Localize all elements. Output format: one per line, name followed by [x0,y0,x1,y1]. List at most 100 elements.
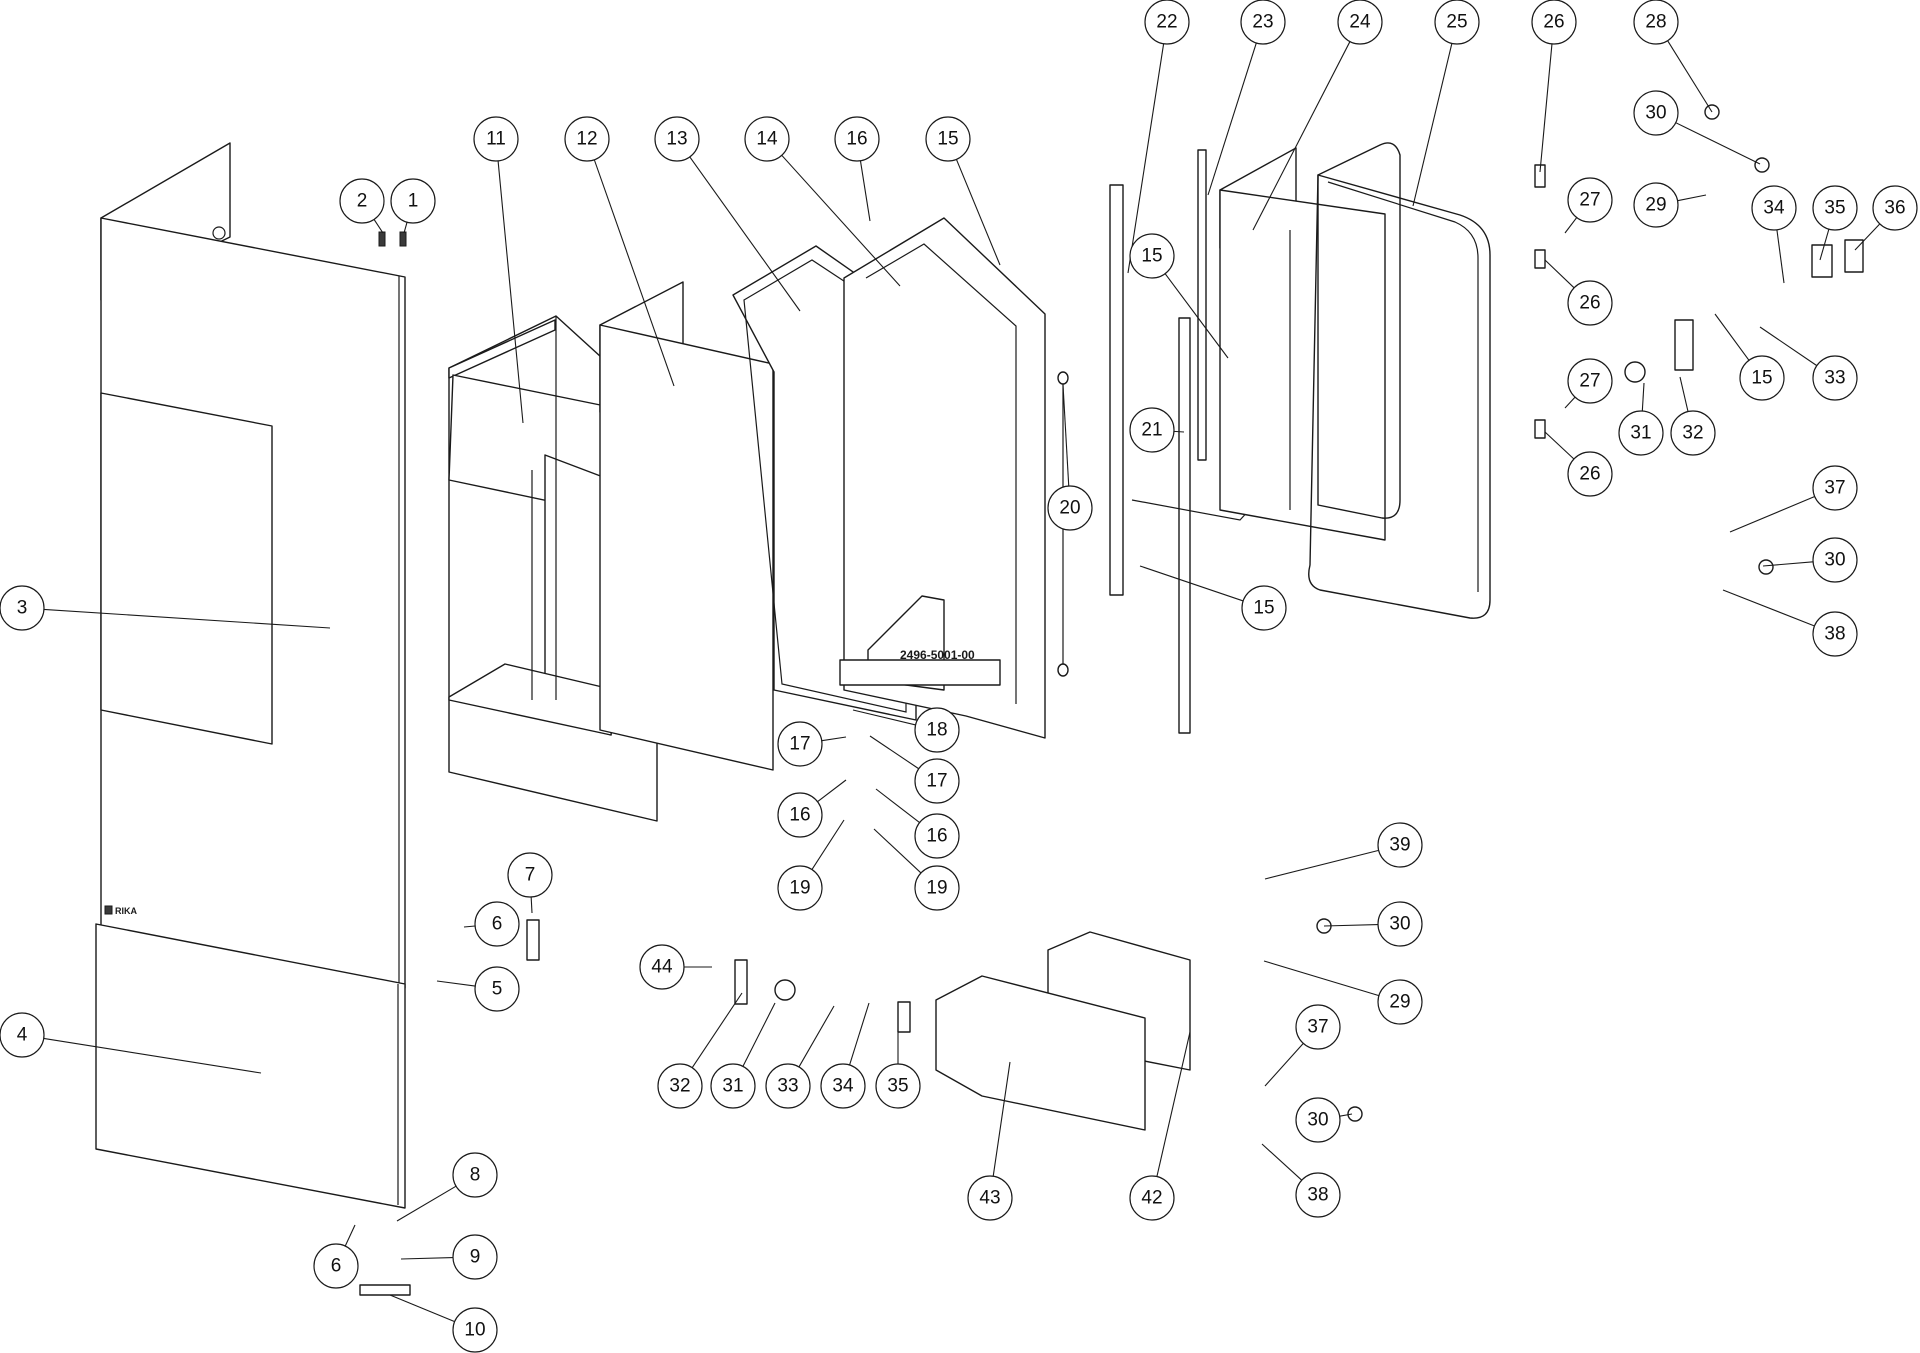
leader-line-c33b [798,1005,835,1068]
callout-c10: 10 [452,1307,498,1353]
callout-label: 15 [937,129,958,150]
callout-label: 14 [756,129,778,150]
callout-circle [1567,280,1613,326]
door-frame: 2496-5001-00 [839,217,1046,739]
callout-circle [1812,537,1858,583]
callout-circle [1295,1097,1341,1143]
leader-line-c13 [689,156,801,312]
callout-label: 38 [1824,624,1845,645]
leader-line-c2 [373,219,384,234]
leader-line-c39 [1264,849,1379,880]
callout-circle [1812,465,1858,511]
leader-line-c32a [1679,376,1689,412]
callout-circle [1295,1004,1341,1050]
callout-c6a: 6 [474,901,520,947]
callout-label: 7 [525,865,536,886]
callout-c20: 20 [1047,485,1093,531]
callout-label: 33 [1824,368,1845,389]
callout-label: 37 [1824,478,1845,499]
callout-c28: 28 [1633,0,1679,45]
callout-label: 27 [1579,371,1600,392]
callout-label: 13 [666,129,687,150]
callout-label: 38 [1307,1185,1328,1206]
callout-circle [967,1175,1013,1221]
callout-label: 26 [1579,293,1600,314]
leader-line-c34b [849,1002,870,1066]
leader-line-c18 [852,709,916,726]
callout-c8: 8 [452,1152,498,1198]
callout-circle [654,116,700,162]
callout-c34a: 34 [1751,185,1797,231]
leader-line-c37b [1264,1042,1304,1087]
callout-circle [914,813,960,859]
callout-label: 30 [1824,550,1845,571]
callout-circle [1337,0,1383,45]
callout-label: 33 [777,1076,798,1097]
callout-c17a: 17 [777,721,823,767]
callout-c35b: 35 [875,1063,921,1109]
callout-label: 31 [1630,423,1651,444]
callout-label: 29 [1389,992,1410,1013]
callout-c12: 12 [564,116,610,162]
leader-line-c15d [1714,313,1750,361]
leader-line-c17b [869,735,920,770]
leader-line-c24 [1252,41,1351,231]
leader-lines [43,40,1881,1323]
callout-c7: 7 [507,852,553,898]
leader-line-c16c [875,788,920,824]
callout-label: 26 [1579,464,1600,485]
callout-circle [765,1063,811,1109]
leader-line-c15c [1139,565,1244,602]
callout-c42: 42 [1129,1175,1175,1221]
callout-c38a: 38 [1812,611,1858,657]
leader-line-c30c [1323,924,1379,927]
leader-line-c33a [1759,326,1818,367]
callout-label: 43 [979,1188,1000,1209]
leader-line-c23 [1207,42,1257,196]
callout-circle [313,1243,359,1289]
callout-circle [0,585,45,631]
callout-circle [1618,410,1664,456]
callout-circle [1144,0,1190,45]
callout-circle [452,1307,498,1353]
callout-c26a: 26 [1531,0,1577,45]
callout-c36: 36 [1872,185,1918,231]
leader-line-c31a [1641,382,1645,412]
callout-circle [1377,979,1423,1025]
callout-c9: 9 [452,1234,498,1280]
heat-shield-plate [1219,147,1386,541]
leader-line-c30d [1339,1113,1353,1117]
leader-line-c17a [821,736,847,742]
callout-label: 39 [1389,835,1410,856]
leader-line-c10 [389,1294,455,1323]
leader-line-c38b [1261,1143,1303,1181]
leader-line-c6b [344,1224,356,1247]
callout-c1: 1 [390,178,436,224]
leader-line-c16a [859,160,871,222]
callout-label: 15 [1253,598,1274,619]
callout-label: 16 [789,805,810,826]
callout-c32a: 32 [1670,410,1716,456]
callout-c37b: 37 [1295,1004,1341,1050]
callout-c15b: 15 [1129,233,1175,279]
callout-c26c: 26 [1567,451,1613,497]
leader-line-c5 [436,980,476,987]
callout-circle [1047,485,1093,531]
callout-label: 11 [486,129,506,150]
callout-circle [564,116,610,162]
callout-label: 30 [1645,103,1666,124]
callout-label: 17 [789,734,810,755]
leader-line-c6a [463,925,476,928]
callout-label: 12 [576,129,597,150]
callout-label: 17 [926,771,947,792]
leader-line-c38a [1722,589,1815,627]
callout-label: 25 [1446,12,1467,33]
callout-circle [875,1063,921,1109]
leader-line-c35a [1819,228,1830,261]
callout-c38b: 38 [1295,1172,1341,1218]
callout-label: 4 [17,1025,28,1046]
callout-label: 22 [1156,12,1177,33]
callout-label: 20 [1059,498,1080,519]
callout-circle [777,792,823,838]
callout-c43: 43 [967,1175,1013,1221]
